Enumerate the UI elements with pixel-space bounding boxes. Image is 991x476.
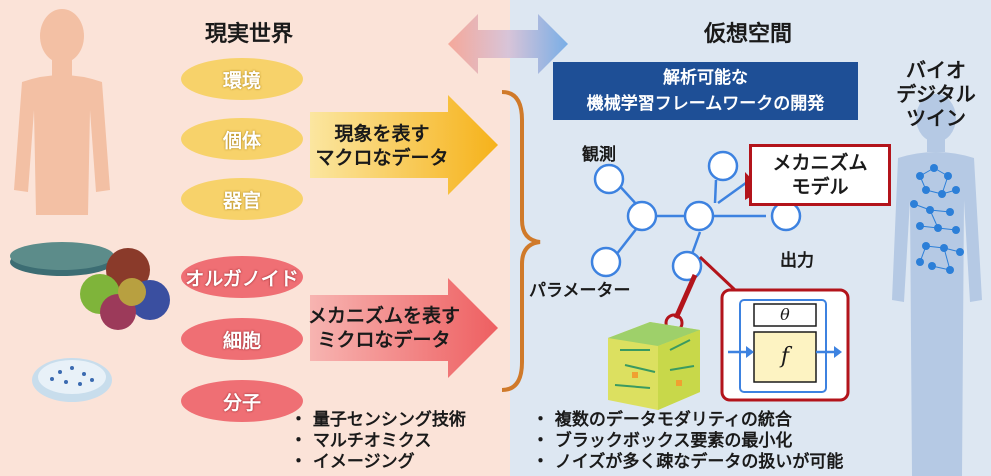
theta-symbol: θ — [780, 305, 790, 324]
list-item: ・ 量子センシング技術 — [290, 410, 466, 430]
cell-item: 細胞 — [181, 318, 303, 360]
f-symbol: f — [780, 344, 790, 369]
environment-item: 環境 — [181, 58, 303, 100]
molecule-item: 分子 — [181, 380, 303, 422]
list-item: ・ イメージング — [290, 452, 415, 472]
bidirectional-arrow — [448, 14, 568, 74]
parameter-label: パラメーター — [529, 281, 631, 301]
list-item: ・ ノイズが多く疎なデータの扱いが可能 — [532, 452, 844, 472]
curly-brace — [501, 90, 541, 392]
organoid-cluster-icon — [80, 248, 170, 330]
mechanism-detail-box — [720, 288, 850, 402]
list-item: ・ 複数のデータモダリティの統合 — [532, 410, 792, 430]
output-label: 出力 — [780, 251, 814, 271]
bio-digital-twin-label: バイオ デジタル ツイン — [896, 58, 976, 130]
list-item: ・ マルチオミクス — [290, 431, 432, 451]
organ-item: 器官 — [181, 178, 303, 220]
macro-data-arrow — [310, 95, 498, 195]
neural-network-graph — [590, 150, 802, 282]
individual-item: 個体 — [181, 118, 303, 160]
virtual-space-title: 仮想空間 — [704, 22, 793, 47]
micro-data-arrow — [310, 278, 498, 378]
digital-twin-human-icon — [892, 94, 982, 476]
organoid-item: オルガノイド — [181, 256, 303, 298]
real-world-title: 現実世界 — [205, 22, 294, 47]
technique-list: ・ 量子センシング技術 ・ マルチオミクス ・ イメージング — [290, 410, 466, 473]
framework-banner: 解析可能な 機械学習フレームワークの開発 — [553, 62, 858, 120]
observation-label: 観測 — [582, 145, 616, 165]
petri-dish-icon — [32, 358, 112, 402]
list-item: ・ ブラックボックス要素の最小化 — [532, 431, 793, 451]
micro-data-label: メカニズムを表す ミクロなデータ — [307, 305, 460, 351]
human-silhouette-icon — [14, 9, 110, 215]
feature-list: ・ 複数のデータモダリティの統合 ・ ブラックボックス要素の最小化 ・ ノイズが… — [532, 410, 843, 473]
mechanism-model-box: メカニズム モデル — [749, 144, 891, 206]
network-edges — [913, 167, 961, 271]
tissue-disc-icon — [10, 242, 114, 276]
macro-data-label: 現象を表す マクロなデータ — [315, 123, 449, 169]
data-cube-icon — [608, 322, 700, 410]
